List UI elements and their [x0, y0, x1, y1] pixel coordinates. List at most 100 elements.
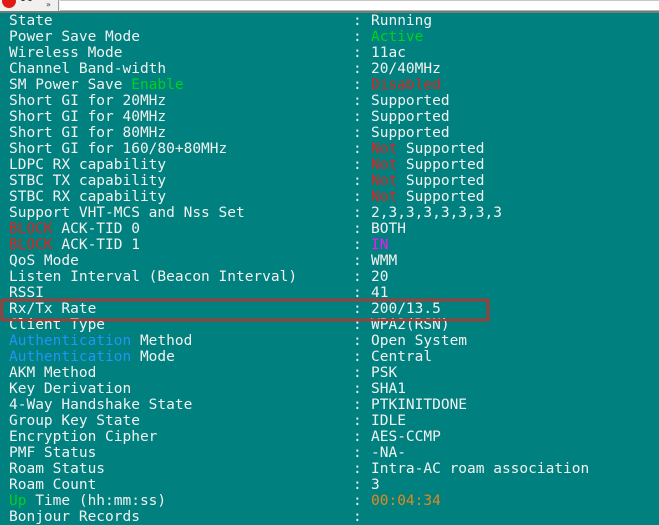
terminal-row: BLOCK ACK-TID 0:BOTH — [0, 221, 659, 237]
terminal-row: Channel Band-width:20/40MHz — [0, 61, 659, 77]
row-label: Group Key State — [9, 413, 140, 429]
row-value-text: Supported — [397, 189, 485, 205]
row-label: Client Type — [9, 317, 106, 333]
row-label-accent: Up — [9, 493, 27, 509]
row-value: PTKINITDONE — [371, 397, 468, 413]
row-value: Not Supported — [371, 173, 485, 189]
row-label: STBC TX capability — [9, 173, 167, 189]
row-value-prefix: Not — [371, 141, 398, 157]
row-value: WPA2(RSN) — [371, 317, 450, 333]
row-separator: : — [353, 221, 362, 237]
row-label: SM Power Save Enable — [9, 77, 184, 93]
row-value: Running — [371, 13, 433, 29]
row-separator: : — [353, 77, 362, 93]
row-separator: : — [353, 461, 362, 477]
row-label: 4-Way Handshake State — [9, 397, 193, 413]
row-value: IN — [371, 237, 389, 253]
terminal-row: Key Derivation: SHA1 — [0, 381, 659, 397]
record-red-icon[interactable] — [2, 0, 16, 8]
terminal-row: Short GI for 20MHz:Supported — [0, 93, 659, 109]
row-label: PMF Status — [9, 445, 97, 461]
row-separator: : — [353, 509, 362, 525]
terminal-row: Short GI for 40MHz:Supported — [0, 109, 659, 125]
row-label: Roam Status — [9, 461, 106, 477]
terminal-row: RSSI:41 — [0, 285, 659, 301]
row-value: WMM — [371, 253, 398, 269]
row-value: Supported — [371, 93, 450, 109]
terminal-row: AKM Method:PSK — [0, 365, 659, 381]
terminal-row: Roam Count:3 — [0, 477, 659, 493]
row-value-text: Supported — [397, 157, 485, 173]
row-value: Disabled — [371, 77, 441, 93]
row-separator: : — [353, 109, 362, 125]
row-value: Intra-AC roam association — [371, 461, 590, 477]
tab-thumbnail-b[interactable] — [27, 0, 33, 1]
row-value: 20 — [371, 269, 389, 285]
row-separator: : — [353, 413, 362, 429]
row-value: 2,3,3,3,3,3,3,3 — [371, 205, 502, 221]
row-label-accent: Authentication — [9, 349, 132, 365]
row-value-text: Supported — [397, 141, 485, 157]
terminal-row: Short GI for 160/80+80MHz: Not Supported — [0, 141, 659, 157]
row-value: IDLE — [371, 413, 406, 429]
row-separator: : — [353, 13, 362, 29]
row-separator: : — [353, 301, 362, 317]
row-separator: : — [353, 317, 362, 333]
terminal-row: STBC TX capability:Not Supported — [0, 173, 659, 189]
row-separator: : — [353, 205, 362, 221]
row-separator: : — [353, 285, 362, 301]
tab-thumbnail-a[interactable] — [20, 0, 26, 1]
row-separator: : — [353, 381, 362, 397]
terminal-row: Up Time (hh:mm:ss):00:04:34 — [0, 493, 659, 509]
row-label: Roam Count — [9, 477, 97, 493]
row-label: Key Derivation — [9, 381, 132, 397]
terminal-row: BLOCK ACK-TID 1:IN — [0, 237, 659, 253]
terminal-top-edge — [0, 11, 659, 13]
chevron-double-icon[interactable]: » — [46, 0, 51, 9]
row-label: BLOCK ACK-TID 1 — [9, 237, 140, 253]
row-label: Encryption Cipher — [9, 429, 158, 445]
row-separator: : — [353, 333, 362, 349]
address-bar[interactable] — [60, 0, 659, 11]
terminal-row: State: Running — [0, 13, 659, 29]
row-label-text: ACK-TID 1 — [52, 237, 140, 253]
row-value: -NA- — [371, 445, 406, 461]
row-value: Not Supported — [371, 157, 485, 173]
browser-chrome-strip: » — [0, 0, 659, 11]
terminal-row: Roam Status: Intra-AC roam association — [0, 461, 659, 477]
row-separator: : — [353, 493, 362, 509]
row-separator: : — [353, 141, 362, 157]
row-value: BOTH — [371, 221, 406, 237]
row-value: 3 — [371, 477, 380, 493]
row-value: Not Supported — [371, 189, 485, 205]
terminal-row: Authentication Mode:Central — [0, 349, 659, 365]
terminal-row: QoS Mode:WMM — [0, 253, 659, 269]
row-label: Short GI for 80MHz — [9, 125, 167, 141]
row-value: 11ac — [371, 45, 406, 61]
row-label: Short GI for 160/80+80MHz — [9, 141, 228, 157]
row-label-text: Method — [131, 333, 193, 349]
row-separator: : — [353, 445, 362, 461]
row-separator: : — [353, 189, 362, 205]
row-value: Active — [371, 29, 424, 45]
row-separator: : — [353, 477, 362, 493]
row-separator: : — [353, 93, 362, 109]
row-separator: : — [353, 157, 362, 173]
row-value: PSK — [371, 365, 398, 381]
row-separator: : — [353, 397, 362, 413]
terminal-row: Wireless Mode:11ac — [0, 45, 659, 61]
row-separator: : — [353, 349, 362, 365]
row-value: Supported — [371, 109, 450, 125]
terminal-row: Listen Interval (Beacon Interval):20 — [0, 269, 659, 285]
row-label: Bonjour Records — [9, 509, 140, 525]
row-value-prefix: Not — [371, 173, 398, 189]
terminal-row: PMF Status: -NA- — [0, 445, 659, 461]
row-label: Support VHT-MCS and Nss Set — [9, 205, 245, 221]
row-label: State — [9, 13, 53, 29]
row-label-text: ACK-TID 0 — [52, 221, 140, 237]
row-value: SHA1 — [371, 381, 406, 397]
row-label: LDPC RX capability — [9, 157, 167, 173]
row-label-accent: Enable — [131, 77, 184, 93]
row-label-accent: BLOCK — [9, 237, 53, 253]
